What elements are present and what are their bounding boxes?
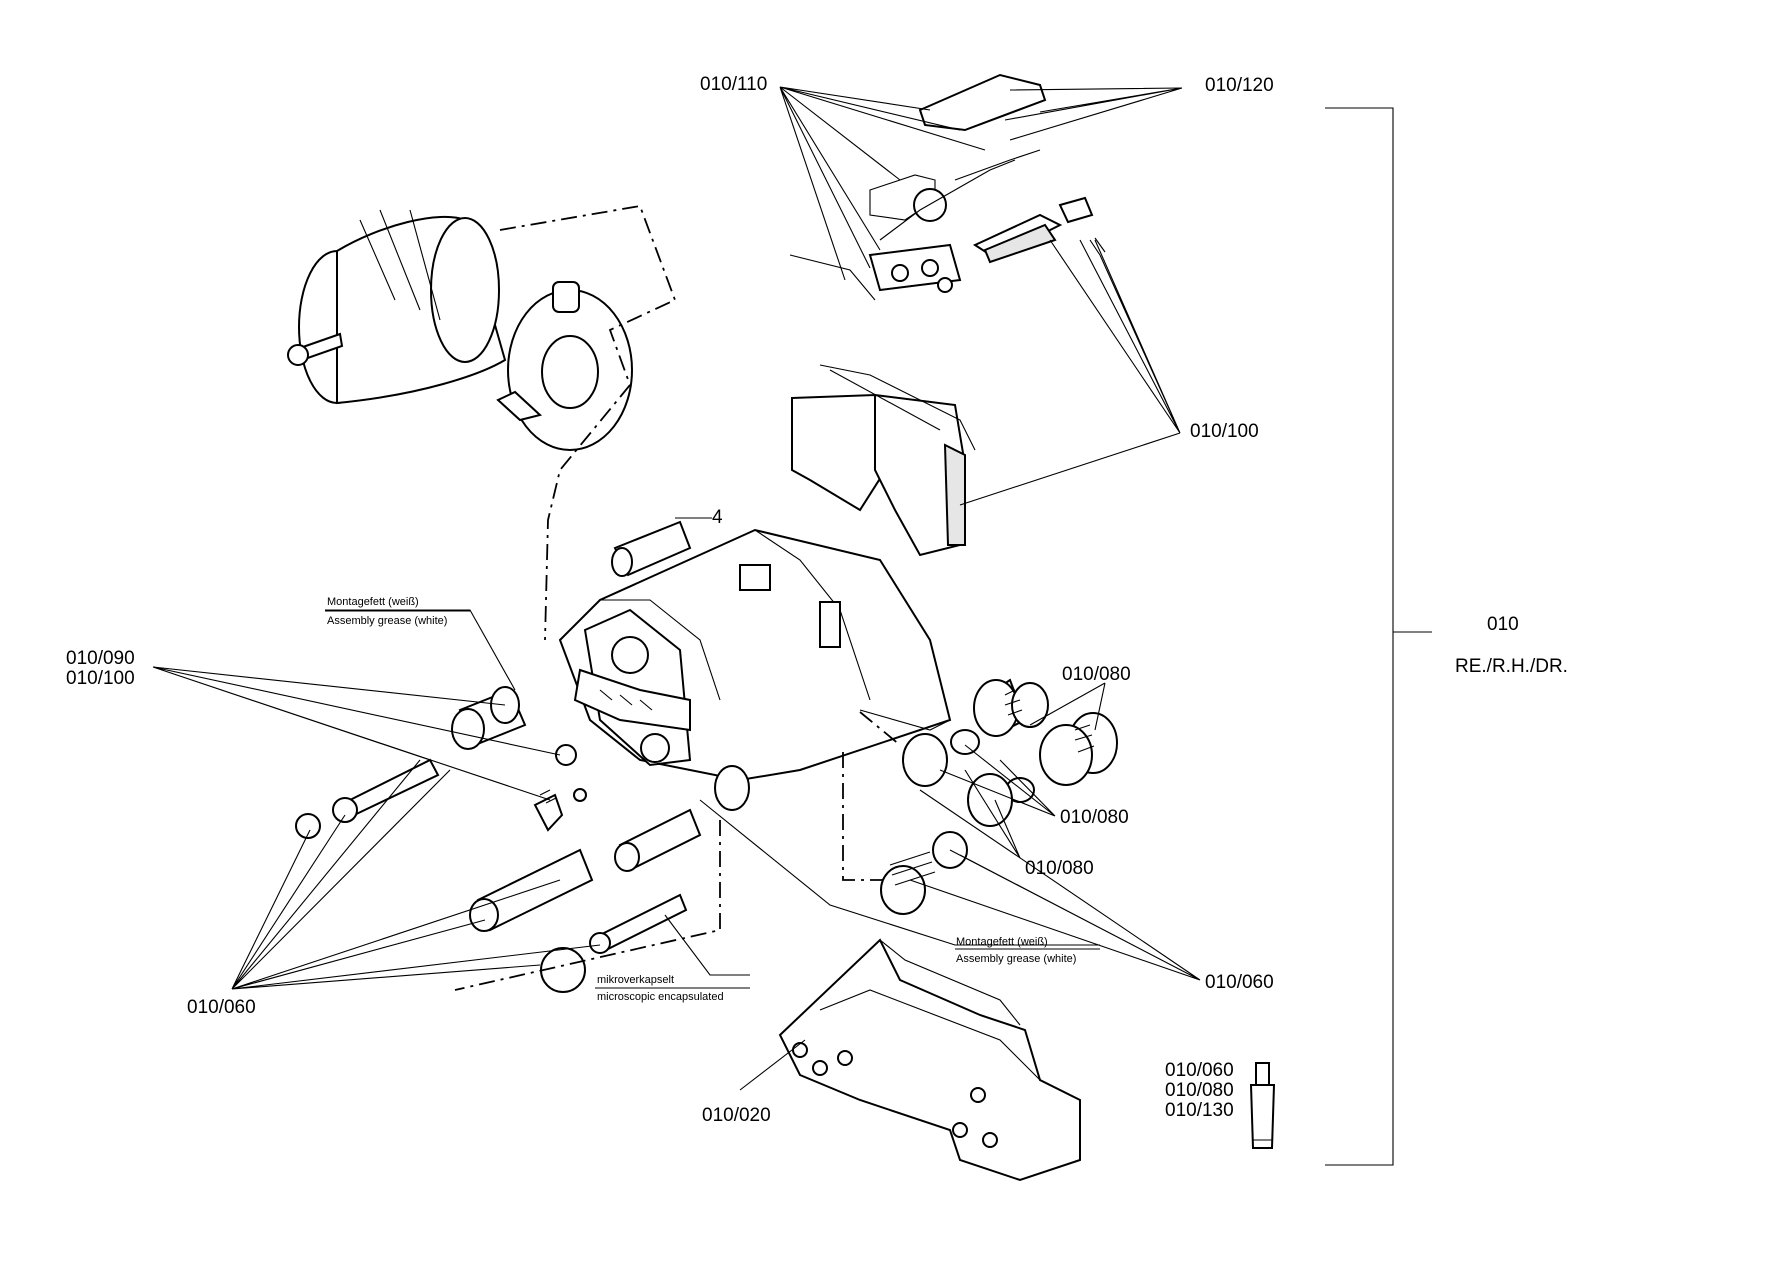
brake-chamber: [287, 209, 633, 451]
label-010-080-b: 010/080: [1060, 807, 1129, 828]
label-010-090: 010/090: [66, 648, 135, 669]
carrier-bracket: [778, 938, 1081, 1182]
label-010-060-right: 010/060: [1205, 972, 1274, 993]
label-010-120: 010/120: [1205, 75, 1274, 96]
piston-guide-line-2: [859, 711, 901, 746]
label-010-110: 010/110: [700, 74, 767, 95]
label-010-080-c: 010/080: [1025, 858, 1094, 879]
label-010-060-tube: 010/060: [1165, 1060, 1234, 1081]
note-micro-en: microscopic encapsulated: [597, 991, 724, 1003]
label-4: 4: [712, 507, 723, 528]
label-010-060-left: 010/060: [187, 997, 256, 1018]
group-side-label: RE./R.H./DR.: [1455, 656, 1568, 677]
label-010-020: 010/020: [702, 1105, 771, 1126]
guide-pin-line: [454, 820, 721, 991]
label-010-100-top: 010/100: [1190, 421, 1259, 442]
leader-lines: [152, 86, 1201, 1091]
note-grease-de-2: Montagefett (weiß): [956, 936, 1048, 948]
label-010-100-left: 010/100: [66, 668, 135, 689]
note-grease-en-1: Assembly grease (white): [327, 615, 447, 627]
note-micro-de: mikroverkapselt: [597, 974, 674, 986]
group-code-label: 010: [1487, 614, 1519, 635]
hardware-kit: [789, 73, 1106, 301]
label-010-130-tube: 010/130: [1165, 1100, 1234, 1121]
note-grease-en-2: Assembly grease (white): [956, 953, 1076, 965]
piston-guide-line: [842, 752, 900, 881]
label-010-080-tube: 010/080: [1165, 1080, 1234, 1101]
grease-tube: [1249, 1062, 1276, 1149]
group-bracket: [1325, 107, 1394, 1166]
caliper-body: [558, 528, 952, 811]
chamber-mount-line: [499, 204, 677, 641]
piston-boots: [880, 678, 1118, 915]
label-010-080-a: 010/080: [1062, 664, 1131, 685]
guide-pins: [295, 520, 702, 993]
brake-pads: [791, 364, 976, 557]
note-grease-de-1: Montagefett (weiß): [327, 596, 419, 608]
